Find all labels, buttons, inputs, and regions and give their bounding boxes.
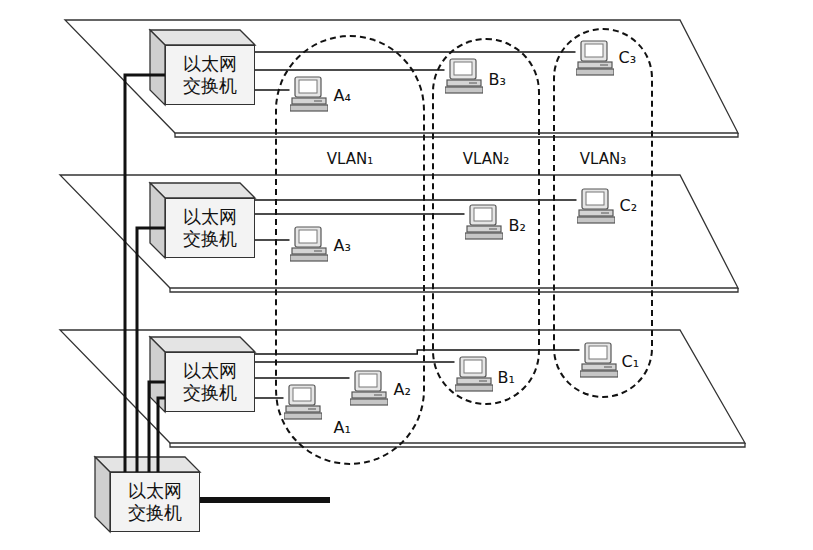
floor-plate — [60, 330, 745, 443]
host-label: C₁ — [622, 352, 640, 371]
computer: A₁ — [284, 384, 322, 420]
computer: A₄ — [290, 76, 328, 112]
host-label: B₁ — [498, 368, 515, 387]
network-cable — [255, 89, 290, 91]
network-cable — [255, 350, 580, 354]
host-label: B₂ — [509, 216, 526, 235]
switch-side-face — [95, 457, 110, 532]
host-label: C₃ — [619, 48, 637, 67]
vlan-group: VLAN₁ A₄ A₃ A₂ A₁ — [275, 35, 425, 465]
switch-top-face — [150, 30, 255, 45]
floor-plate — [60, 175, 738, 288]
vlan-group: VLAN₃ C₃ C₂ C₁ — [553, 28, 653, 398]
computer: C₂ — [577, 188, 615, 224]
switch-top-face — [150, 337, 255, 352]
host-label: B₃ — [489, 70, 506, 89]
computer-icon — [465, 204, 503, 240]
ethernet-switch: 以太网 交换机 — [110, 472, 200, 532]
vlan-label: VLAN₂ — [434, 150, 538, 168]
host-label: A₂ — [394, 380, 411, 399]
computer-icon — [284, 384, 322, 420]
host-label: A₄ — [334, 86, 351, 105]
switch-label: 以太网 交换机 — [125, 480, 185, 525]
computer: C₁ — [580, 342, 618, 378]
computer: C₃ — [576, 40, 614, 76]
computer: B₃ — [445, 58, 483, 94]
computer: B₁ — [455, 356, 493, 392]
host-label: C₂ — [620, 196, 638, 215]
computer: B₂ — [465, 204, 503, 240]
ethernet-switch: 以太网 交换机 — [165, 352, 255, 412]
floor-plate — [65, 20, 738, 133]
computer-icon — [350, 370, 388, 406]
computer: A₃ — [290, 226, 328, 262]
network-cable — [255, 199, 577, 201]
computer-icon — [576, 40, 614, 76]
switch-label: 以太网 交换机 — [180, 53, 240, 98]
computer: A₂ — [350, 370, 388, 406]
switch-label: 以太网 交换机 — [180, 360, 240, 405]
computer-icon — [580, 342, 618, 378]
network-cable — [255, 51, 576, 53]
network-cable — [255, 69, 445, 71]
uplink-cable — [200, 497, 330, 503]
vlan-label: VLAN₃ — [555, 150, 651, 168]
ethernet-switch: 以太网 交换机 — [165, 45, 255, 105]
computer-icon — [455, 356, 493, 392]
trunk-cable — [137, 228, 165, 472]
trunk-cable — [125, 75, 165, 472]
host-label: A₁ — [334, 418, 351, 437]
switch-top-face — [150, 183, 255, 198]
computer-icon — [290, 226, 328, 262]
switch-side-face — [150, 30, 165, 105]
floor-edge — [170, 443, 745, 447]
spare-cable — [158, 398, 165, 472]
switch-label: 以太网 交换机 — [180, 206, 240, 251]
computer-icon — [290, 76, 328, 112]
vlan-label: VLAN₁ — [277, 150, 423, 168]
network-cable — [255, 377, 350, 379]
network-cable — [255, 397, 284, 399]
ethernet-switch: 以太网 交换机 — [165, 198, 255, 258]
trunk-cable — [149, 382, 165, 472]
floor-edge — [175, 133, 738, 137]
network-cable — [255, 239, 290, 241]
vlan-group: VLAN₂ B₃ B₂ B₁ — [432, 38, 540, 405]
host-label: A₃ — [334, 236, 351, 255]
computer-icon — [445, 58, 483, 94]
switch-side-face — [150, 183, 165, 258]
computer-icon — [577, 188, 615, 224]
